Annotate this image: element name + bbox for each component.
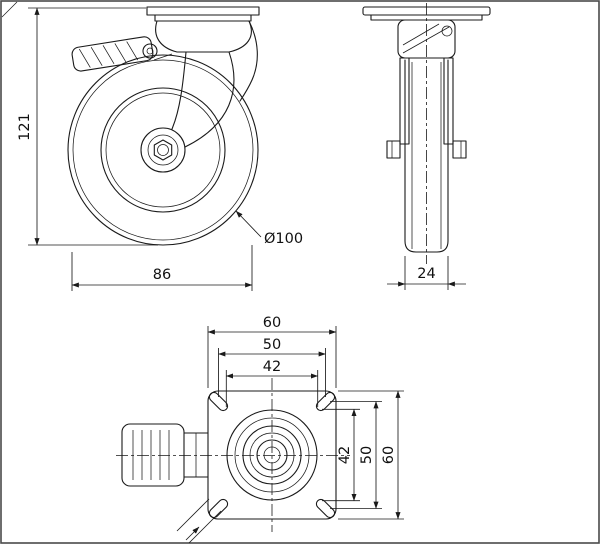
brake-pedal-hatch	[78, 41, 139, 68]
pedal-neck	[183, 432, 209, 478]
plate-bolt-slots	[208, 391, 336, 519]
side-swivel-housing	[397, 19, 456, 59]
dim-wheel-diameter: Ø100	[235, 210, 303, 247]
dim-label-wheel-diameter: Ø100	[264, 231, 303, 247]
brake-lever-edge	[402, 26, 450, 54]
dim-label-slot-span-vertical: 42	[337, 446, 353, 464]
dim-slot-span-vertical: 42	[322, 408, 360, 502]
brake-lever-edge-2	[402, 23, 440, 46]
dim-slot-span-horizontal: 42	[225, 359, 319, 407]
wheel-side-profile	[404, 59, 449, 253]
dim-label-bolt-span-vertical: 50	[359, 446, 375, 464]
dim-label-bolt-span-horizontal: 50	[263, 337, 281, 353]
dim-overall-height: 121	[17, 7, 158, 246]
dim-label-plate-height: 60	[381, 446, 397, 464]
front-mounting-plate	[146, 6, 260, 53]
axle-center-circle	[157, 144, 169, 156]
dim-plate-height: 60	[338, 390, 404, 520]
dim-wheel-width: 24	[387, 256, 466, 290]
front-view: 121 86 Ø100	[17, 6, 303, 291]
swivel-bearing-rings	[226, 409, 318, 501]
dim-mount-offset: 86	[71, 245, 253, 291]
dim-label-mount-offset: 86	[153, 267, 171, 283]
dim-plate-width: 60	[207, 315, 337, 388]
fork-silhouette	[239, 20, 258, 102]
pedal-ribs	[132, 430, 170, 480]
dim-label-slot-span-horizontal: 42	[263, 359, 281, 375]
bolt-slot-bottom-right	[315, 498, 336, 519]
side-axle	[386, 140, 467, 159]
mounting-plate-outline	[207, 390, 337, 520]
bolt-slot-bottom-left	[208, 498, 229, 519]
bolt-slot-top-right	[315, 391, 336, 412]
wheel-rim-inner-circle	[105, 92, 221, 208]
brake-pedal-body	[71, 36, 154, 72]
hub-inner-circle	[147, 134, 179, 166]
bolt-slot-top-left	[208, 391, 229, 412]
brake-hinge-pin-center	[146, 47, 154, 55]
dim-label-overall-height: 121	[17, 113, 33, 141]
pedal-pad	[121, 423, 185, 487]
wheel-outer-circle	[67, 54, 259, 246]
dim-label-plate-width: 60	[263, 315, 281, 331]
front-brake-pedal	[71, 36, 154, 72]
dim-bolt-span-vertical: 50	[330, 401, 382, 509]
slot-angle-marks	[176, 498, 222, 544]
frame-corner-cut	[1, 1, 18, 18]
brake-release-knob	[441, 25, 453, 37]
housing-outline	[397, 19, 456, 59]
side-wheel	[404, 59, 449, 253]
plate-race-profile	[154, 14, 252, 22]
axle-hex-nut	[153, 139, 173, 161]
wheel-rim-circle	[100, 87, 226, 213]
hub-circle	[140, 127, 186, 173]
swivel-dome	[155, 20, 252, 53]
plate-view: 60 50 42 42 50	[116, 315, 404, 544]
side-view: 24	[362, 3, 491, 290]
axle-nut-right	[452, 140, 467, 159]
brake-hinge-pin	[142, 43, 158, 59]
plate-top-profile	[146, 6, 260, 16]
front-wheel	[67, 54, 259, 246]
dim-bolt-span-horizontal: 50	[218, 337, 326, 397]
wheel-tread-circle	[72, 59, 254, 241]
top-view-brake-pedal	[121, 423, 209, 487]
dim-label-wheel-width: 24	[417, 266, 435, 282]
front-fork	[153, 20, 258, 148]
fork-outer-edge	[184, 51, 235, 148]
axle-nut-left	[386, 140, 401, 159]
